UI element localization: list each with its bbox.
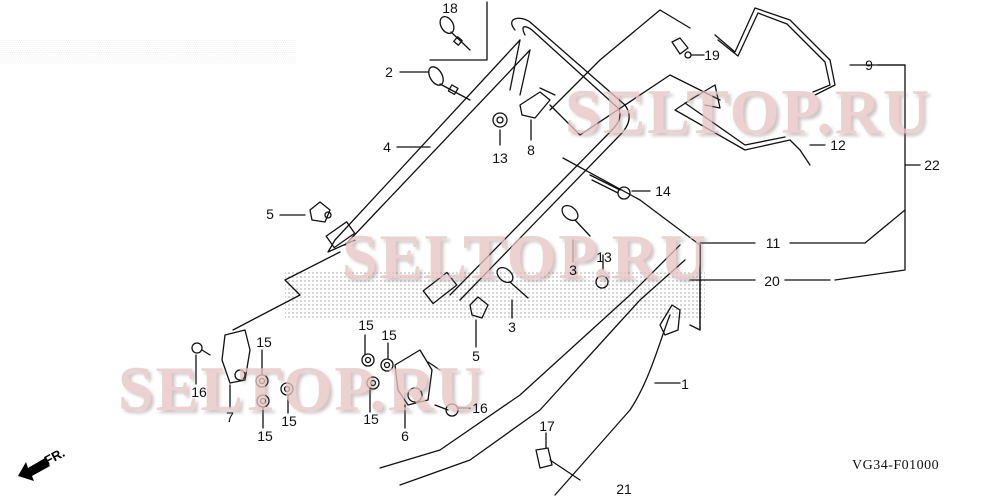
callout-2[interactable]: 2 — [385, 64, 393, 80]
upper-handle-loop-icon — [422, 17, 630, 305]
lower-handle-pipe-icon — [325, 39, 531, 253]
callout-15-f[interactable]: 15 — [363, 411, 379, 427]
callout-12[interactable]: 12 — [830, 137, 846, 153]
cables-icon — [379, 244, 686, 496]
callout-15-a[interactable]: 15 — [256, 334, 272, 350]
drawing-code: VG34-F01000 — [852, 458, 940, 473]
lever-arm-12-icon — [674, 84, 811, 166]
bolt-14-icon — [589, 174, 631, 200]
leader-lines — [549, 9, 691, 111]
callout-15-e[interactable]: 15 — [381, 327, 397, 343]
control-lever-9-icon — [714, 7, 836, 96]
callout-18[interactable]: 18 — [442, 0, 458, 16]
callout-15-d[interactable]: 15 — [358, 317, 374, 333]
callout-3-upper[interactable]: 3 — [569, 262, 577, 278]
halftone-band — [285, 270, 705, 320]
cable-band-3-lower-icon — [496, 266, 529, 299]
callout-9[interactable]: 9 — [865, 57, 873, 73]
callout-11[interactable]: 11 — [765, 235, 781, 251]
eye-bolt-2-icon — [428, 66, 471, 101]
cable-clip-17-icon — [535, 447, 581, 481]
cable-clamp-8-icon — [519, 87, 556, 119]
front-direction-arrow-icon — [18, 458, 50, 481]
throttle-lever-icon — [659, 304, 681, 336]
bolt-16-left-icon — [191, 342, 211, 356]
knob-5-upper-icon — [309, 201, 332, 223]
callout-5-lower[interactable]: 5 — [472, 348, 480, 364]
callout-leaders — [195, 54, 921, 449]
callout-8[interactable]: 8 — [527, 142, 535, 158]
callout-7[interactable]: 7 — [226, 409, 234, 425]
handle-bracket-6-icon — [394, 349, 441, 406]
callout-14[interactable]: 14 — [655, 183, 671, 199]
callout-6[interactable]: 6 — [401, 428, 409, 444]
eye-bolt-18-icon — [439, 15, 471, 51]
callout-3-lower[interactable]: 3 — [508, 319, 516, 335]
callout-22[interactable]: 22 — [924, 157, 940, 173]
callout-19[interactable]: 19 — [704, 47, 720, 63]
handle-bracket-7-icon — [221, 251, 341, 384]
cable-band-3-upper-icon — [561, 204, 591, 237]
callout-17[interactable]: 17 — [539, 418, 555, 434]
nut-13-lower-icon — [595, 275, 609, 289]
clip-19-icon — [671, 37, 692, 59]
callout-15-c[interactable]: 15 — [281, 413, 297, 429]
bolt-16-right-icon — [434, 403, 459, 417]
knob-5-lower-icon — [469, 296, 489, 319]
collar-15-icons — [255, 353, 394, 408]
callout-13-upper[interactable]: 13 — [492, 150, 508, 166]
callout-16-right[interactable]: 16 — [472, 400, 488, 416]
callout-20[interactable]: 20 — [764, 273, 780, 289]
callout-4[interactable]: 4 — [383, 139, 391, 155]
callout-5-upper[interactable]: 5 — [266, 206, 274, 222]
callout-15-b[interactable]: 15 — [257, 428, 273, 444]
callout-21[interactable]: 21 — [616, 481, 632, 497]
callout-1[interactable]: 1 — [681, 376, 689, 392]
callout-13-lower[interactable]: 13 — [596, 249, 612, 265]
callout-16-left[interactable]: 16 — [191, 384, 207, 400]
inset-box — [429, 1, 488, 61]
nut-13-icon — [492, 112, 508, 128]
